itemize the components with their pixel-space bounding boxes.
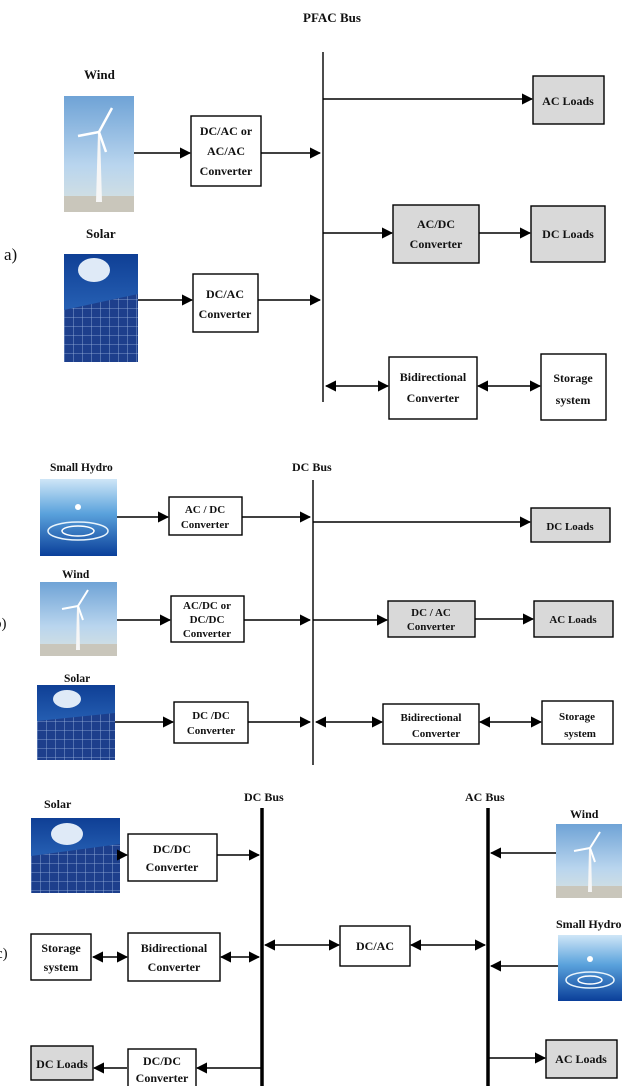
wind-label-a: Wind	[84, 67, 116, 82]
solar-converter-a-line2: Converter	[199, 307, 252, 321]
storage-b-line1: Storage	[559, 711, 595, 723]
wind-turbine-image-c	[556, 824, 622, 898]
pfac-bus-label: PFAC Bus	[303, 10, 361, 25]
panel-c-label: c)	[0, 946, 8, 962]
solar-converter-b-line1: DC /DC	[192, 710, 230, 722]
ac-loads-label-b: AC Loads	[549, 614, 597, 626]
wind-turbine-image-b	[40, 582, 117, 656]
wind-converter-box-a	[190, 115, 262, 187]
loads-converter-box-c	[127, 1048, 197, 1086]
small-hydro-image-b	[40, 479, 117, 556]
panel-a-label: a)	[4, 245, 17, 264]
wind-converter-a-line1: DC/AC or	[200, 124, 253, 138]
solar-label-b: Solar	[64, 673, 90, 685]
solar-panel-image-b	[37, 685, 115, 760]
solar-converter-box-c	[127, 833, 218, 882]
hydro-converter-b-line2: Converter	[181, 519, 229, 531]
dcac-label-c: DC/AC	[356, 939, 394, 953]
hydro-label-c: Small Hydro	[556, 917, 621, 931]
ac-loads-box-b	[533, 600, 614, 638]
acdc-converter-box-a	[392, 204, 480, 264]
solar-converter-box-b	[173, 701, 249, 744]
small-hydro-image-c	[558, 935, 622, 1001]
wind-converter-a-line3: Converter	[200, 164, 253, 178]
bidirectional-b-line1: Bidirectional	[401, 712, 462, 724]
storage-box-c	[30, 933, 92, 981]
solar-panel-image-c	[31, 818, 120, 893]
storage-c-line2: system	[44, 960, 79, 974]
panel-a: a) PFAC Bus Wind DC/AC or AC/AC Converte…	[4, 10, 607, 421]
solar-converter-box-a	[192, 273, 259, 333]
dcac-converter-b-line1: DC / AC	[411, 607, 451, 619]
dc-loads-box-a	[530, 205, 606, 263]
storage-box-a	[540, 353, 607, 421]
wind-label-c: Wind	[570, 807, 599, 821]
wind-label-b: Wind	[62, 569, 90, 581]
solar-converter-c-line2: Converter	[146, 860, 199, 874]
bidirectional-converter-box-a	[388, 356, 478, 420]
solar-converter-c-line1: DC/DC	[153, 842, 191, 856]
hydro-converter-box-b	[168, 496, 243, 536]
acdc-converter-a-line1: AC/DC	[417, 217, 455, 231]
ac-bus-label-c: AC Bus	[465, 790, 505, 804]
hydro-label-b: Small Hydro	[50, 462, 113, 474]
dc-loads-label-b: DC Loads	[546, 521, 594, 533]
wind-converter-a-line2: AC/AC	[207, 144, 245, 158]
dc-loads-label-a: DC Loads	[542, 227, 594, 241]
solar-label-a: Solar	[86, 226, 116, 241]
solar-converter-a-line1: DC/AC	[206, 287, 244, 301]
bidirectional-converter-box-b	[382, 703, 480, 745]
hydro-converter-b-line1: AC / DC	[185, 504, 225, 516]
bidirectional-b-line2: Converter	[412, 728, 460, 740]
bidirectional-a-line1: Bidirectional	[400, 370, 467, 384]
wind-turbine-image-a	[64, 96, 134, 212]
loads-converter-c-line1: DC/DC	[143, 1054, 181, 1068]
storage-b-line2: system	[564, 728, 596, 740]
storage-box-b	[541, 700, 614, 745]
panel-b: b) DC Bus Small Hydro AC / DC Converter …	[0, 460, 614, 765]
wind-converter-box-b	[170, 595, 245, 643]
solar-converter-b-line2: Converter	[187, 725, 235, 737]
dc-loads-label-c: DC Loads	[36, 1057, 88, 1071]
bidirectional-c-line2: Converter	[148, 960, 201, 974]
wind-converter-b-line1: AC/DC or	[183, 600, 231, 612]
ac-loads-label-a: AC Loads	[542, 94, 594, 108]
ac-loads-box-c	[545, 1039, 618, 1079]
wind-converter-b-line3: Converter	[183, 628, 231, 640]
bidirectional-converter-box-c	[127, 932, 221, 982]
dc-bus-label-b: DC Bus	[292, 460, 332, 474]
solar-label-c: Solar	[44, 797, 72, 811]
storage-a-line2: system	[556, 393, 591, 407]
panel-b-label: b)	[0, 616, 7, 632]
panel-c: c) DC Bus AC Bus Solar DC/DC Converter S…	[0, 790, 622, 1086]
dcac-converter-box-b	[387, 600, 476, 638]
acdc-converter-a-line2: Converter	[410, 237, 463, 251]
bidirectional-c-line1: Bidirectional	[141, 941, 208, 955]
dc-bus-label-c: DC Bus	[244, 790, 284, 804]
storage-c-line1: Storage	[41, 941, 81, 955]
ac-loads-label-c: AC Loads	[555, 1052, 607, 1066]
ac-loads-box-a	[532, 75, 605, 125]
bidirectional-a-line2: Converter	[407, 391, 460, 405]
solar-panel-image-a	[64, 254, 138, 362]
wind-converter-b-line2: DC/DC	[190, 614, 225, 626]
loads-converter-c-line2: Converter	[136, 1071, 189, 1085]
storage-a-line1: Storage	[553, 371, 593, 385]
dcac-converter-b-line2: Converter	[407, 621, 455, 633]
dc-loads-box-b	[530, 507, 611, 543]
dcac-box-c	[339, 925, 411, 967]
